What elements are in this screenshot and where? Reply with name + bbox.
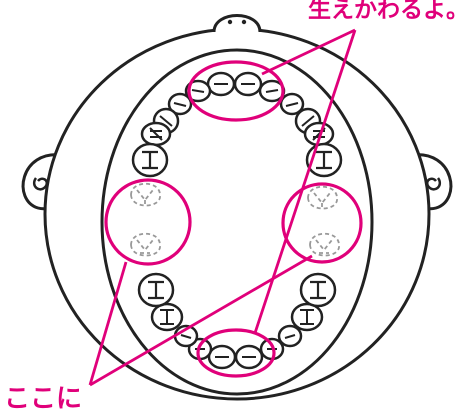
hair-tuft-icon bbox=[212, 14, 262, 33]
eruption-label: 生えかわるよ。 bbox=[308, 0, 469, 23]
erupting-molars bbox=[130, 182, 340, 257]
highlight-lower-front bbox=[196, 328, 276, 378]
upper-teeth bbox=[131, 71, 343, 178]
pointer-top-1 bbox=[261, 28, 356, 76]
pointer-top-2 bbox=[253, 29, 357, 334]
pointer-bottom-2 bbox=[89, 254, 313, 387]
highlight-right-molars bbox=[281, 182, 363, 264]
highlight-markers bbox=[104, 60, 363, 378]
highlight-left-molars bbox=[104, 178, 192, 266]
lower-teeth bbox=[137, 272, 337, 370]
location-label: ここに bbox=[4, 384, 83, 414]
pointer-lines bbox=[88, 28, 357, 387]
highlight-upper-front bbox=[187, 60, 285, 122]
pointer-bottom-1 bbox=[88, 261, 128, 386]
